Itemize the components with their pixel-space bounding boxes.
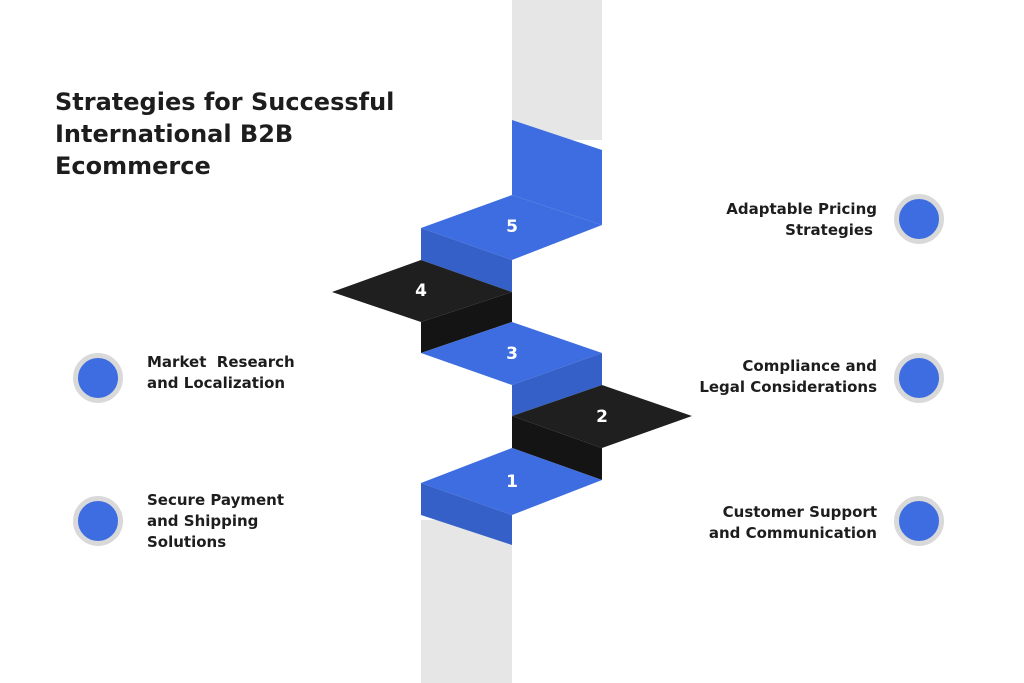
customer-support-bullet-icon (894, 496, 944, 546)
step-4-face (332, 260, 512, 322)
step-2-side (512, 416, 602, 480)
step-5-face (421, 195, 602, 260)
step-3-side (512, 353, 602, 416)
step-1-side (421, 483, 512, 545)
step-4-side (421, 292, 512, 353)
adaptable-pricing-label: Adaptable Pricing Strategies (726, 199, 877, 241)
page-title: Strategies for Successful International … (55, 86, 394, 182)
compliance-legal-line-1: Compliance and (742, 357, 877, 375)
step-5-number: 5 (506, 217, 518, 237)
market-research-line-2: and Localization (147, 374, 286, 392)
customer-support-label: Customer Support and Communication (709, 502, 877, 544)
compliance-legal-bullet-icon (894, 353, 944, 403)
title-line-2: International B2B (55, 120, 294, 148)
title-line-3: Ecommerce (55, 152, 211, 180)
adaptable-pricing-line-1: Adaptable Pricing (726, 200, 877, 218)
market-research-line-1: Market Research (147, 353, 295, 371)
step-2-number: 2 (596, 407, 608, 427)
customer-support-line-1: Customer Support (722, 503, 877, 521)
market-research-bullet-icon (73, 353, 123, 403)
track-top (512, 0, 602, 140)
track-bottom (421, 520, 512, 683)
secure-payment-line-2: and Shipping (147, 512, 259, 530)
riser-top (512, 120, 602, 225)
step-3-face (421, 322, 602, 385)
step-4-number: 4 (415, 281, 427, 301)
step-5-side (421, 228, 512, 292)
adaptable-pricing-bullet-icon (894, 194, 944, 244)
step-1-number: 1 (506, 472, 518, 492)
step-3-number: 3 (506, 344, 518, 364)
secure-payment-bullet-icon (73, 496, 123, 546)
market-research-label: Market Research and Localization (147, 352, 295, 394)
compliance-legal-label: Compliance and Legal Considerations (699, 356, 877, 398)
secure-payment-line-1: Secure Payment (147, 491, 285, 509)
step-2-face (512, 385, 692, 448)
step-1-face (421, 448, 602, 515)
secure-payment-label: Secure Payment and Shipping Solutions (147, 490, 284, 553)
compliance-legal-line-2: Legal Considerations (699, 378, 877, 396)
title-line-1: Strategies for Successful (55, 88, 395, 116)
adaptable-pricing-line-2: Strategies (785, 221, 873, 239)
secure-payment-line-3: Solutions (147, 533, 227, 551)
customer-support-line-2: and Communication (708, 524, 877, 542)
